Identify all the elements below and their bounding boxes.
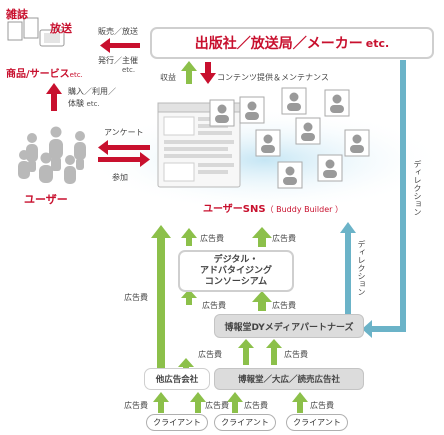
profile-card-2 [239, 96, 265, 124]
media-devices-icon [7, 17, 65, 47]
ad-fee-label-6: 広告費 [198, 350, 222, 359]
profile-card-6 [295, 117, 321, 145]
consortium-line2: アドバタイジング [199, 265, 272, 276]
other-agency-box: 他広告会社 [144, 368, 210, 390]
ad-fee-label-10: 広告費 [244, 401, 268, 410]
green-arrow-dy-in [252, 291, 272, 311]
consortium-line3: コンソーシアム [204, 276, 268, 287]
red-arrow-purchase [46, 83, 62, 111]
red-arrow-content [200, 62, 216, 84]
green-arrow-client-2a [190, 392, 206, 413]
experience-text: 体験 [68, 99, 84, 108]
participation-label: 参加 [112, 173, 128, 182]
red-arrow-survey [98, 140, 150, 155]
direction-right-label: ディレクション [413, 160, 422, 216]
red-arrow-sales [100, 38, 140, 53]
ad-fee-label-7: 広告費 [284, 350, 308, 359]
profile-card-9 [317, 154, 343, 182]
green-arrow-client-3 [292, 392, 308, 413]
direction-mid-label: ディレクション [357, 240, 366, 296]
profile-card-5 [255, 129, 281, 157]
hakuhodo-group-label: 博報堂／大広／読売広告社 [237, 375, 340, 385]
other-agency-label: 他広告会社 [155, 375, 199, 385]
green-arrow-revenue [181, 61, 197, 84]
revenue-label: 収益 [160, 73, 176, 82]
ad-fee-label-2: 広告費 [272, 234, 296, 243]
profile-card-3 [281, 87, 307, 115]
users-label: ユーザー [24, 193, 68, 206]
ad-fee-label-8: 広告費 [124, 401, 148, 410]
broadcast-label: 放送 [50, 22, 72, 35]
survey-label: アンケート [104, 128, 144, 137]
green-arrow-group-to-dy-2 [266, 339, 282, 365]
green-arrow-dy-up [252, 227, 272, 247]
sns-subtitle: （ Buddy Builder ） [265, 205, 343, 214]
profile-card-1 [209, 99, 235, 127]
purchase-use-label: 購入／利用／ [68, 87, 116, 96]
ad-fee-label-4: 広告費 [272, 301, 296, 310]
sales-broadcast-label: 販売／放送 [98, 27, 138, 36]
teal-direction-line [362, 60, 406, 338]
green-arrow-client-2b [227, 392, 243, 413]
publishers-box: 出版社／放送局／メーカー etc. [150, 27, 434, 59]
products-etc: etc. [69, 71, 83, 79]
sns-title: ユーザーSNS [203, 204, 266, 215]
dy-media-partners-label: 博報堂DYメディアパートナーズ [224, 322, 354, 333]
red-arrow-participation [98, 152, 150, 167]
client-pill-3: クライアント [286, 414, 348, 431]
green-arrow-group-to-dy-1 [238, 339, 254, 365]
sns-label: ユーザーSNS（ Buddy Builder ） [203, 197, 343, 216]
experience-etc: etc. [86, 100, 100, 108]
publish-etc-label: etc. [122, 66, 136, 74]
green-arrow-client-1 [153, 392, 169, 413]
experience-label: 体験 etc. [68, 98, 100, 109]
ad-fee-label-11: 広告費 [310, 401, 334, 410]
green-arrow-consortium-in [181, 289, 197, 305]
products-label: 商品/サービスetc. [6, 62, 83, 81]
profile-card-7 [344, 129, 370, 157]
teal-direction-up [340, 222, 356, 314]
green-arrow-consortium-up [181, 228, 197, 246]
profile-card-4 [324, 89, 350, 117]
publishers-etc: etc. [365, 36, 390, 50]
publish-sponsor-label: 発行／主催 [98, 56, 138, 65]
profile-card-8 [277, 161, 303, 189]
publishers-label: 出版社／放送局／メーカー [194, 36, 363, 52]
users-crowd-icon [18, 126, 86, 184]
dy-media-partners-box: 博報堂DYメディアパートナーズ [214, 314, 364, 338]
client-pill-1: クライアント [146, 414, 208, 431]
hakuhodo-group-box: 博報堂／大広／読売広告社 [214, 368, 364, 390]
products-text: 商品/サービス [6, 69, 70, 80]
ad-fee-label-9: 広告費 [205, 401, 229, 410]
magazine-label: 雑誌 [6, 8, 28, 21]
ad-fee-label-5: 広告費 [124, 293, 148, 302]
green-arrow-left-tall [151, 225, 171, 368]
ad-fee-label-1: 広告費 [200, 234, 224, 243]
consortium-line1: デジタル・ [213, 254, 259, 265]
ad-fee-label-3: 広告費 [202, 301, 226, 310]
client-pill-2: クライアント [214, 414, 276, 431]
consortium-box: デジタル・ アドバタイジング コンソーシアム [178, 250, 294, 292]
content-provision-label: コンテンツ提供＆メンテナンス [217, 73, 329, 82]
